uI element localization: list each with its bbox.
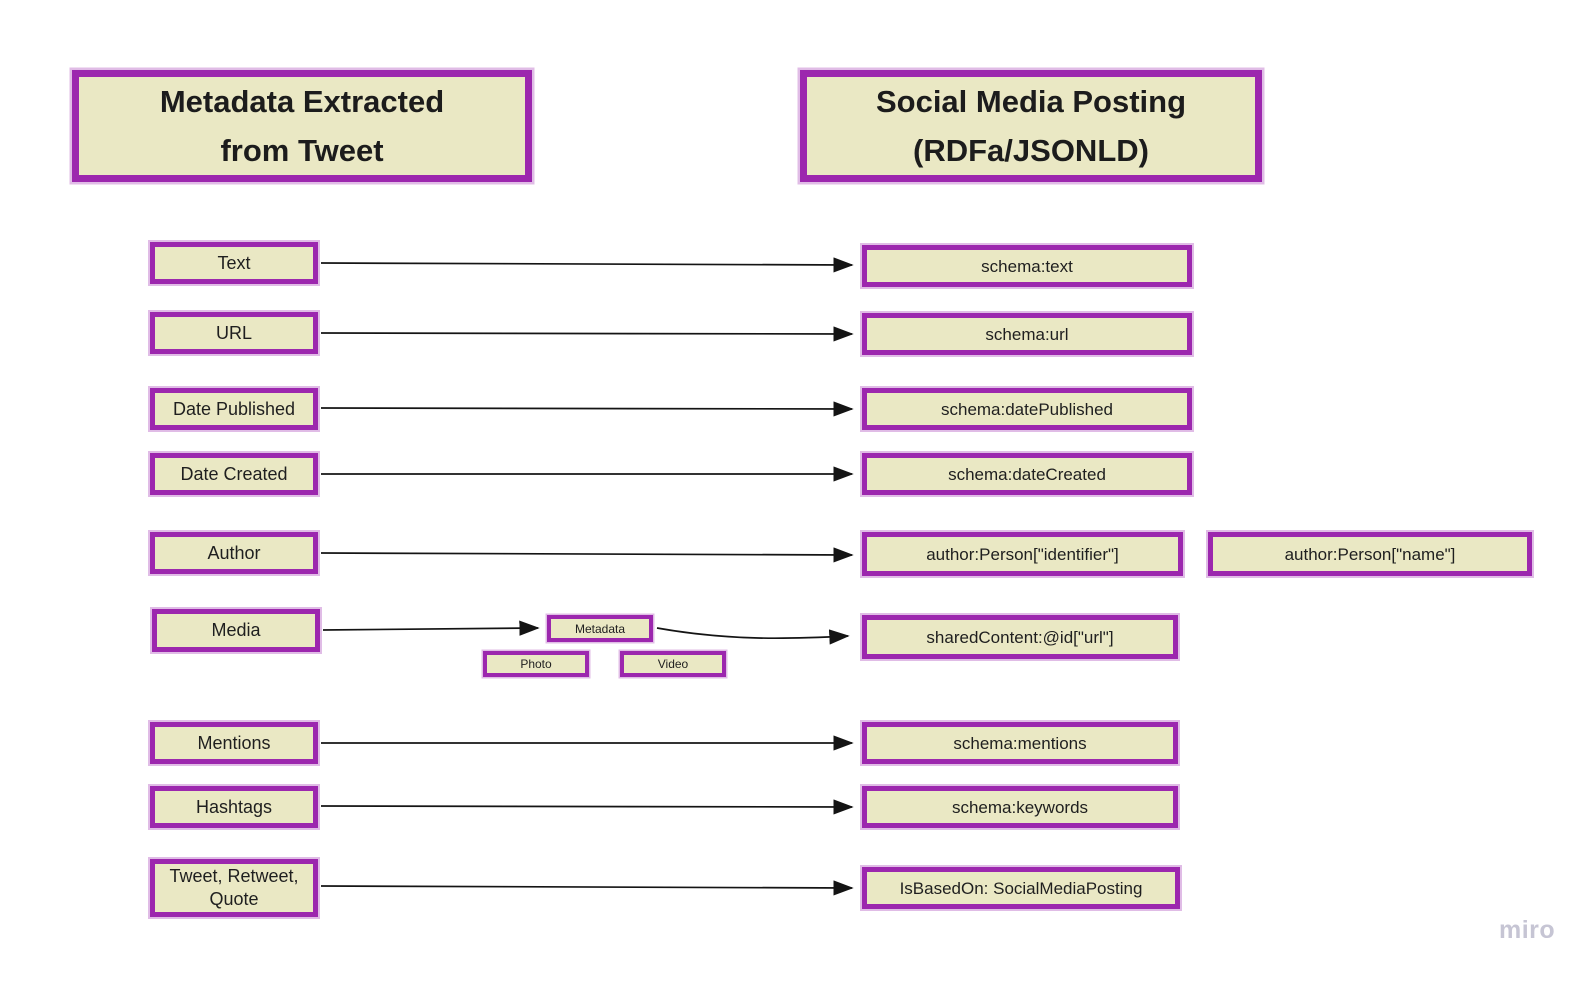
node-schema-text: schema:text xyxy=(862,245,1192,287)
node-url-label: URL xyxy=(215,322,252,343)
node-photo: Photo xyxy=(483,651,589,677)
connector-media-metadata xyxy=(322,620,540,636)
node-date-created: Date Created xyxy=(150,453,318,495)
node-media: Media xyxy=(152,609,320,652)
header-social-media-posting: Social Media Posting (RDFa/JSONLD) xyxy=(800,70,1262,182)
header-right-line1: Social Media Posting xyxy=(875,84,1187,119)
connector-hashtags xyxy=(320,799,854,815)
header-left-line2: from Tweet xyxy=(220,133,384,168)
header-right-line2: (RDFa/JSONLD) xyxy=(913,133,1149,168)
node-tweet-retweet-quote-label: Tweet, Retweet, Quote xyxy=(169,866,299,909)
node-video-label: Video xyxy=(657,657,689,671)
node-text: Text xyxy=(150,242,318,284)
connector-metadata-sharedcontent xyxy=(656,627,850,645)
node-schema-date-created-label: schema:dateCreated xyxy=(948,464,1106,484)
node-is-based-on: IsBasedOn: SocialMediaPosting xyxy=(862,867,1180,909)
node-author-person-name: author:Person["name"] xyxy=(1208,532,1532,576)
node-schema-mentions-label: schema:mentions xyxy=(953,733,1087,753)
node-date-created-label: Date Created xyxy=(180,463,288,484)
node-schema-url-label: schema:url xyxy=(985,324,1069,344)
node-schema-keywords-label: schema:keywords xyxy=(951,797,1089,817)
node-date-published: Date Published xyxy=(150,388,318,430)
node-author-person-name-label: author:Person["name"] xyxy=(1284,544,1456,564)
node-schema-text-label: schema:text xyxy=(981,256,1073,276)
node-schema-url: schema:url xyxy=(862,313,1192,355)
node-mentions-label: Mentions xyxy=(197,732,271,753)
node-author-person-identifier-label: author:Person["identifier"] xyxy=(926,544,1119,564)
node-date-published-label: Date Published xyxy=(172,398,296,419)
node-url: URL xyxy=(150,312,318,354)
node-video: Video xyxy=(620,651,726,677)
miro-logo[interactable]: miro xyxy=(1499,916,1556,944)
connector-url xyxy=(320,326,854,342)
header-metadata-extracted: Metadata Extracted from Tweet xyxy=(72,70,532,182)
connector-date-published xyxy=(320,401,854,417)
node-author: Author xyxy=(150,532,318,574)
node-author-label: Author xyxy=(207,542,261,563)
node-author-person-identifier: author:Person["identifier"] xyxy=(862,532,1183,576)
node-metadata-small: Metadata xyxy=(547,615,653,642)
connector-tweet xyxy=(320,880,854,896)
node-schema-date-created: schema:dateCreated xyxy=(862,453,1192,495)
node-schema-keywords: schema:keywords xyxy=(862,786,1178,828)
node-text-label: Text xyxy=(217,252,251,273)
node-is-based-on-label: IsBasedOn: SocialMediaPosting xyxy=(899,878,1143,898)
node-schema-date-published: schema:datePublished xyxy=(862,388,1192,430)
connector-text xyxy=(320,257,854,273)
node-schema-mentions: schema:mentions xyxy=(862,722,1178,764)
node-mentions: Mentions xyxy=(150,722,318,764)
node-schema-date-published-label: schema:datePublished xyxy=(940,399,1113,419)
node-tweet-retweet-quote: Tweet, Retweet, Quote xyxy=(150,859,318,917)
header-left-line1: Metadata Extracted xyxy=(159,84,445,119)
node-shared-content-label: sharedContent:@id["url"] xyxy=(926,627,1114,647)
node-hashtags: Hashtags xyxy=(150,786,318,828)
node-media-label: Media xyxy=(211,620,261,640)
node-hashtags-label: Hashtags xyxy=(195,796,273,817)
node-shared-content: sharedContent:@id["url"] xyxy=(862,615,1178,659)
node-photo-label: Photo xyxy=(520,657,552,671)
connector-author xyxy=(320,547,854,563)
node-metadata-small-label: Metadata xyxy=(574,621,626,636)
